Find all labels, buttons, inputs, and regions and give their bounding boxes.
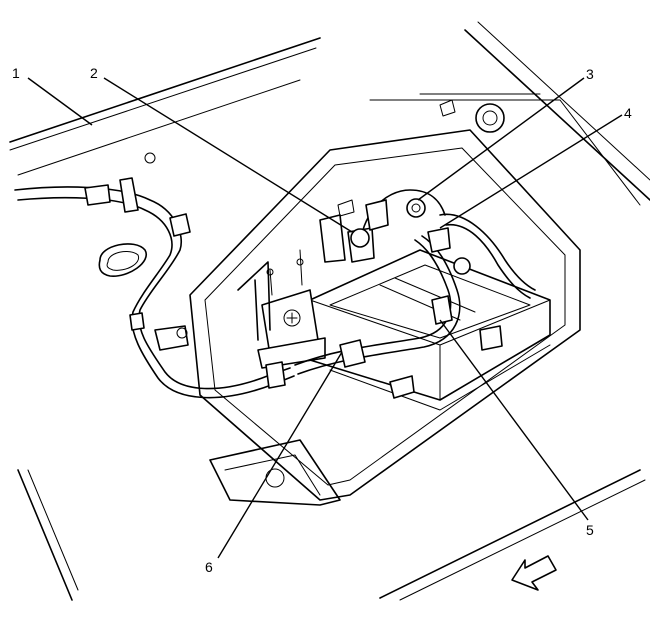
- callout-1: 1: [12, 65, 20, 81]
- callout-4: 4: [624, 105, 632, 121]
- callout-2: 2: [90, 65, 98, 81]
- arrow-left-down-icon: [511, 555, 557, 591]
- tray-frame: [237, 214, 346, 341]
- floor-holes: [98, 99, 505, 277]
- battery: [309, 249, 551, 411]
- left-harness: [14, 177, 295, 399]
- callout-leaders: [27, 77, 623, 559]
- callout-3: 3: [586, 66, 594, 82]
- callout-5: 5: [586, 522, 594, 538]
- battery-cables: [294, 189, 536, 399]
- floor-panel: [9, 21, 650, 601]
- battery-tray: [189, 129, 581, 506]
- callout-6: 6: [205, 559, 213, 575]
